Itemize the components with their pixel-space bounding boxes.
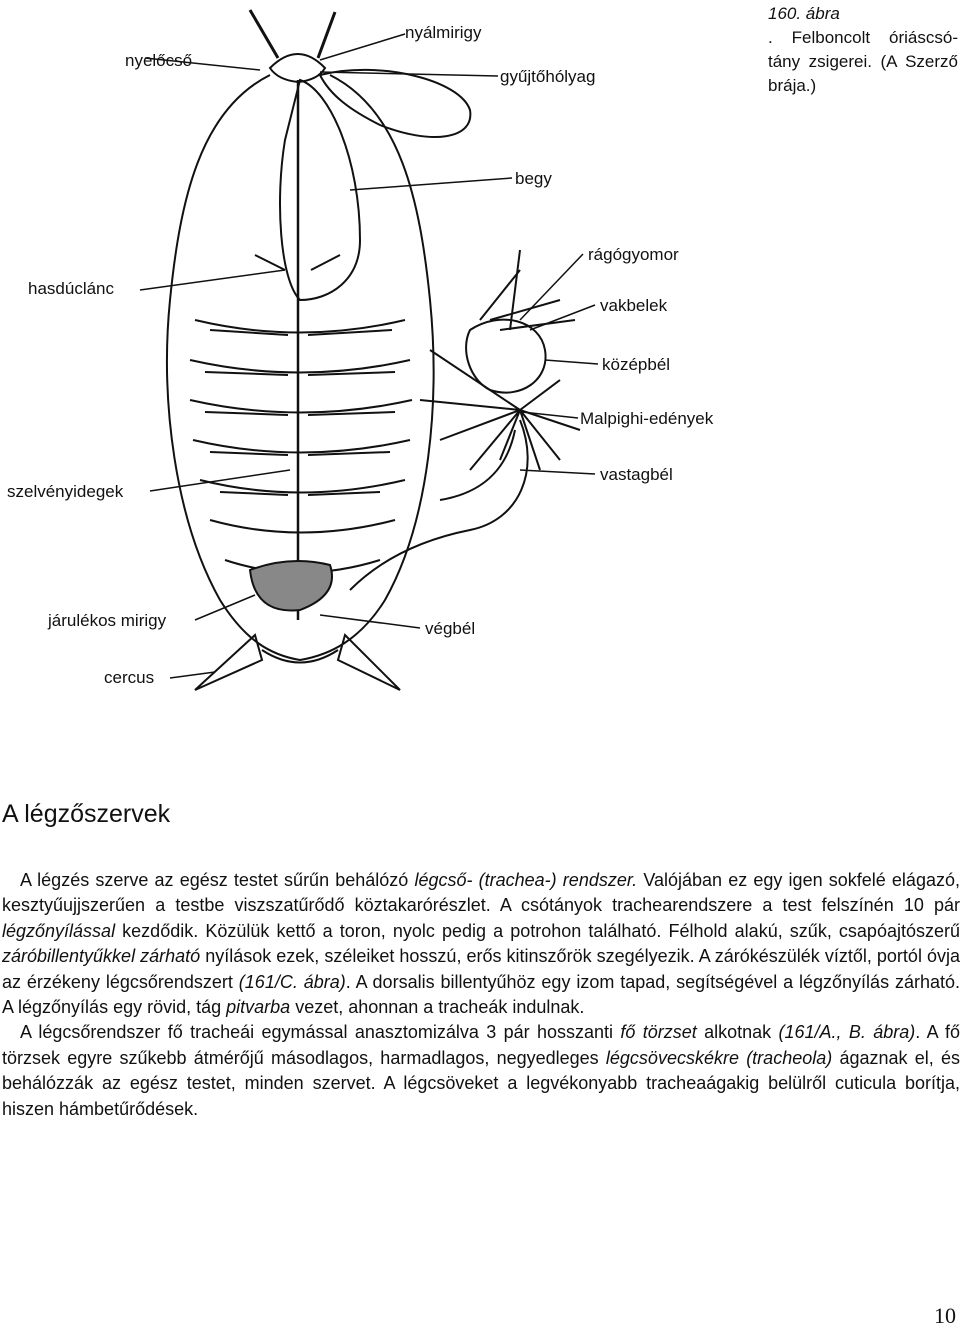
text-run: A légcsőrendszer fő tracheái egymással a… xyxy=(20,1022,620,1042)
label-gyujtoholyag: gyűjtőhólyag xyxy=(500,67,595,86)
paragraph-1: A légzés szerve az egész testet sűrűn be… xyxy=(2,868,960,1020)
text-run: kezdődik. Közülük kettő a toron, nyolc p… xyxy=(115,921,960,941)
label-kozepbel: középbél xyxy=(602,355,670,374)
label-cercus: cercus xyxy=(104,668,154,687)
section-title: A légzőszervek xyxy=(2,800,170,829)
label-vastagbel: vastagbél xyxy=(600,465,673,484)
cockroach-anatomy-figure: nyelőcső nyálmirigy gyűjtőhólyag begy ha… xyxy=(0,0,960,780)
body-text: A légzés szerve az egész testet sűrűn be… xyxy=(2,868,960,1122)
text-run: A légzés szerve az egész testet sűrűn be… xyxy=(20,870,414,890)
label-nyelocso: nyelőcső xyxy=(125,51,192,70)
label-vakbelek: vakbelek xyxy=(600,296,668,315)
figure-label-lines xyxy=(140,34,598,678)
italic-term: (161/C. ábra) xyxy=(239,972,346,992)
label-jarulekos: járulékos mirigy xyxy=(47,611,167,630)
italic-term: pitvarba xyxy=(226,997,290,1017)
italic-term: (161/A., B. ábra) xyxy=(779,1022,916,1042)
label-begy: begy xyxy=(515,169,552,188)
text-run: alkotnak xyxy=(697,1022,779,1042)
italic-term: légcsövecskékre (tracheola) xyxy=(606,1048,832,1068)
label-malpighi: Malpighi-edények xyxy=(580,409,714,428)
label-vegbel: végbél xyxy=(425,619,475,638)
label-ragogyomor: rágógyomor xyxy=(588,245,679,264)
label-szelvenyidegek: szelvényidegek xyxy=(7,482,124,501)
text-run: vezet, ahonnan a tracheák indulnak. xyxy=(290,997,584,1017)
paragraph-2: A légcsőrendszer fő tracheái egymással a… xyxy=(2,1020,960,1122)
italic-term: fő törzset xyxy=(620,1022,696,1042)
italic-term: zárób​illentyűkkel zárható xyxy=(2,946,200,966)
italic-term: légcső- (trachea-) rendszer. xyxy=(414,870,637,890)
label-nyalmirigy: nyálmirigy xyxy=(405,23,482,42)
italic-term: légzőnyílással xyxy=(2,921,115,941)
page-number: 10 xyxy=(934,1303,956,1329)
cockroach-body-drawing xyxy=(167,10,580,690)
label-hasduclanc: hasdúclánc xyxy=(28,279,115,298)
